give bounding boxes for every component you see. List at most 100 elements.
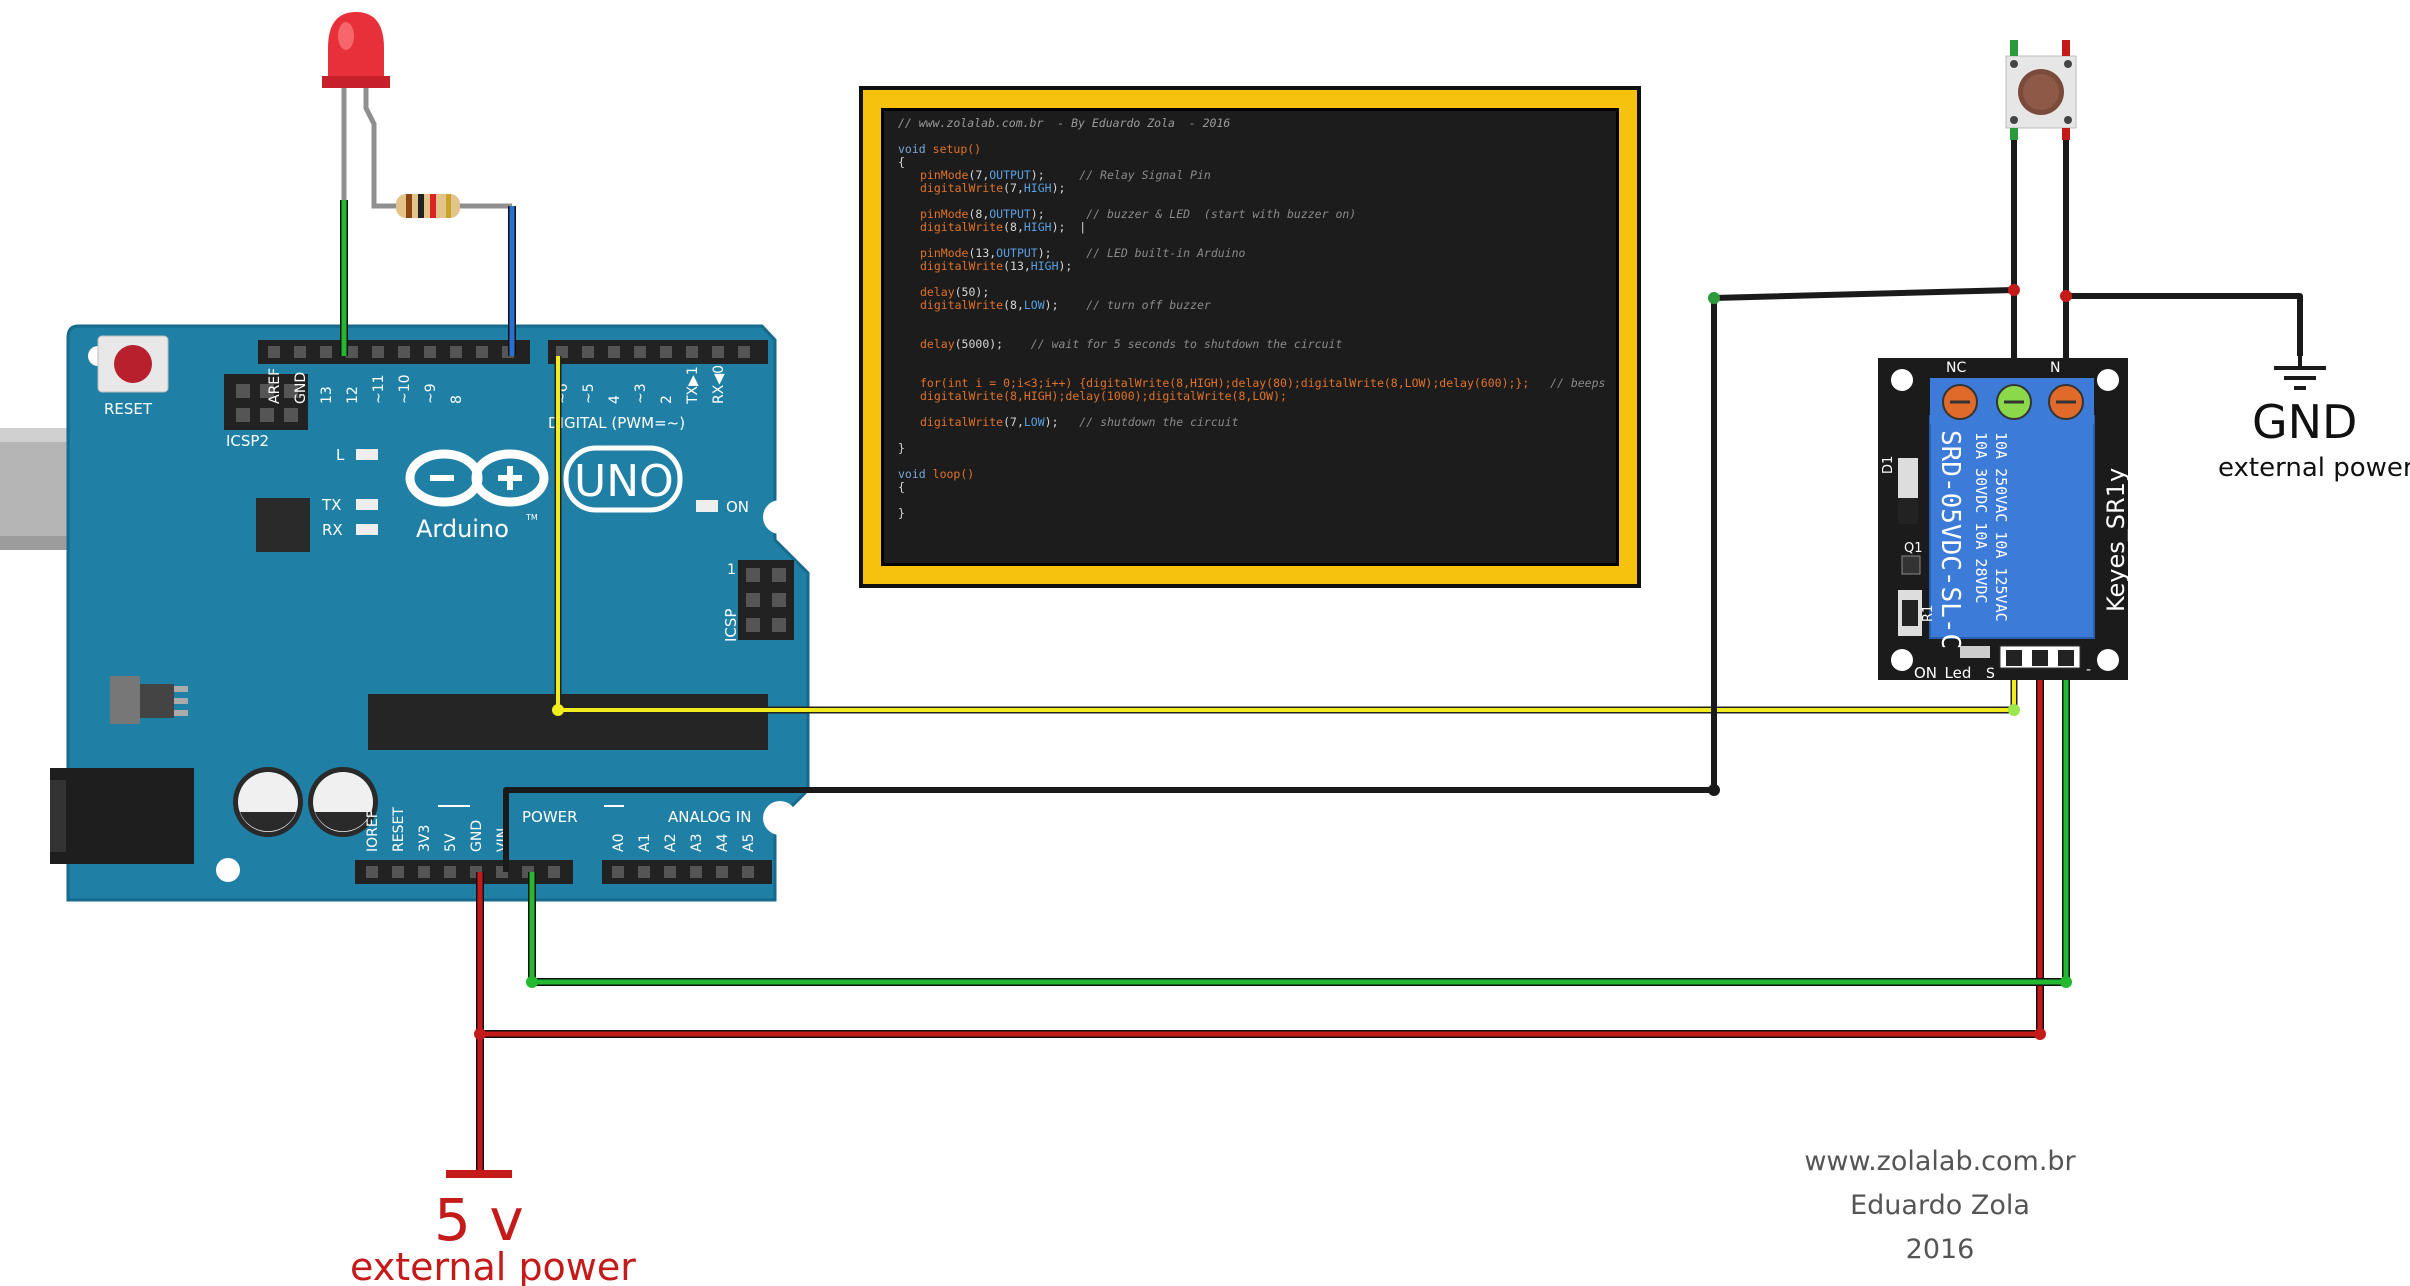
relay-model-text: SRD-05VDC-SL-C: [1935, 430, 1965, 649]
bottom-pin-label: 5V: [443, 833, 459, 852]
code-line-10: for(int i = 0;i<3;i++) {digitalWrite(8,H…: [920, 376, 1606, 390]
bottom-pin-label: RESET: [391, 807, 407, 852]
transistor-q1: [1901, 555, 1921, 575]
relay-brand: Keyes_SR1y: [2102, 468, 2130, 612]
code-line-1: pinMode(7,OUTPUT); // Relay Signal Pin: [920, 168, 1211, 182]
code-line-12: digitalWrite(7,LOW); // shutdown the cir…: [920, 415, 1239, 429]
relay-nc-label: NC: [1946, 360, 1966, 376]
power-header-label: POWER: [522, 808, 578, 826]
bottom-pin-label: A5: [741, 834, 757, 852]
code-line-2: digitalWrite(7,HIGH);: [920, 181, 1066, 195]
usb-chip: [256, 498, 310, 552]
credits-author: Eduardo Zola: [1850, 1190, 2030, 1221]
top-pin-label: 2: [659, 395, 675, 404]
digital-header-label: DIGITAL (PWM=~): [548, 414, 685, 432]
relay-no-label: N: [2050, 360, 2060, 376]
digital-header-right: [548, 340, 768, 364]
icsp-label: ICSP: [722, 609, 740, 642]
top-pin-label: 12: [345, 386, 361, 404]
push-button[interactable]: [2005, 40, 2077, 140]
led-tx: [356, 499, 378, 510]
code-line-11: digitalWrite(8,HIGH);delay(1000);digital…: [920, 389, 1287, 403]
arduino-pcb: [66, 324, 810, 902]
code-line-close: }: [898, 441, 905, 455]
relay-s-label: S: [1986, 666, 1995, 682]
reset-label: RESET: [104, 400, 153, 418]
bottom-pin-label: IOREF: [365, 810, 381, 852]
wires: [340, 128, 2303, 1174]
icsp2-header: [224, 374, 308, 430]
gnd-subtitle: external power: [2218, 453, 2410, 483]
code-line-3: pinMode(8,OUTPUT); // buzzer & LED (star…: [920, 207, 1357, 221]
icsp-header: [738, 560, 794, 640]
led-component: [322, 12, 398, 209]
bottom-pin-label: GND: [469, 820, 485, 852]
v5-subtitle: external power: [350, 1245, 636, 1286]
led-bulb: [328, 12, 384, 80]
led-rx: [356, 524, 378, 535]
code-line-6: digitalWrite(13,HIGH);: [920, 259, 1073, 273]
bottom-pin-label: A3: [689, 834, 705, 852]
resistor: [396, 194, 512, 218]
code-panel: // www.zolalab.com.br - By Eduardo Zola …: [859, 86, 1641, 588]
wire-button-gnd-external: [2066, 293, 2303, 356]
code-line-7: delay(50);: [920, 285, 990, 299]
code-line-loop-open: {: [898, 480, 905, 494]
relay-rating-2: 10A 30VDC 10A 28VDC: [1972, 432, 1990, 604]
bottom-pin-label: A0: [611, 834, 627, 852]
led-l-label: L: [336, 446, 345, 464]
led-on: [696, 500, 718, 512]
relay-q1-label: Q1: [1904, 541, 1923, 556]
bottom-pin-label: A2: [663, 834, 679, 852]
relay-d1-label: D1: [1881, 456, 1896, 474]
led-on-label: ON: [726, 498, 749, 516]
relay-rating-1: 10A 250VAC 10A 125VAC: [1992, 432, 2010, 622]
capacitor-1: [233, 767, 303, 837]
code-line-open: {: [898, 155, 905, 169]
code-line-loop-close: }: [898, 506, 905, 520]
arduino-trademark: TM: [525, 513, 538, 522]
relay-module: NC N SRD-05VDC-SL-C 10A 250VAC 10A 125VA…: [1878, 358, 2130, 683]
code-line-4: digitalWrite(8,HIGH); |: [920, 220, 1087, 234]
analog-header-label: ANALOG IN: [668, 808, 751, 826]
capacitor-2: [308, 767, 378, 837]
credits: www.zolalab.com.br Eduardo Zola 2016: [1770, 1140, 2110, 1272]
wire-gnd-relay-common: [503, 287, 2017, 872]
top-pin-label: ~10: [397, 374, 413, 404]
code-line-setup: void setup(): [898, 142, 982, 156]
code-editor: // www.zolalab.com.br - By Eduardo Zola …: [881, 108, 1619, 566]
relay-on-led-label: ON_Led: [1914, 664, 1971, 683]
voltage-regulator: [110, 676, 188, 724]
uno-badge: [563, 445, 683, 513]
icsp2-label: ICSP2: [226, 432, 269, 450]
power-header: [355, 860, 573, 884]
reset-button-cap[interactable]: [114, 345, 152, 383]
top-pin-label: RX◀0: [711, 365, 727, 404]
relay-body: [1929, 415, 2095, 639]
digital-header-left: [258, 340, 530, 364]
code-line-9: delay(5000); // wait for 5 seconds to sh…: [920, 337, 1343, 351]
atmega-chip: [368, 694, 768, 750]
bottom-pin-label: A4: [715, 833, 731, 852]
code-line-loop: void loop(): [898, 467, 975, 481]
analog-header: [602, 860, 772, 884]
code-header-comment: // www.zolalab.com.br - By Eduardo Zola …: [898, 116, 1231, 130]
top-pin-label: AREF: [267, 368, 283, 404]
v5-title: 5 v: [434, 1186, 524, 1254]
relay-minus-label: -: [2086, 662, 2091, 678]
top-pin-label: ~3: [633, 383, 649, 404]
top-pin-label: GND: [293, 372, 309, 404]
code-line-8: digitalWrite(8,LOW); // turn off buzzer: [920, 298, 1211, 312]
led-rx-label: RX: [322, 521, 343, 539]
gnd-title: GND: [2252, 395, 2357, 449]
top-pin-label: 4: [607, 395, 623, 404]
top-pin-label: TX▶1: [685, 366, 701, 405]
arduino-brand: Arduino: [416, 515, 509, 543]
credits-site: www.zolalab.com.br: [1804, 1146, 2076, 1177]
top-pin-label: ~11: [371, 374, 387, 404]
top-pin-label: 8: [449, 395, 465, 404]
